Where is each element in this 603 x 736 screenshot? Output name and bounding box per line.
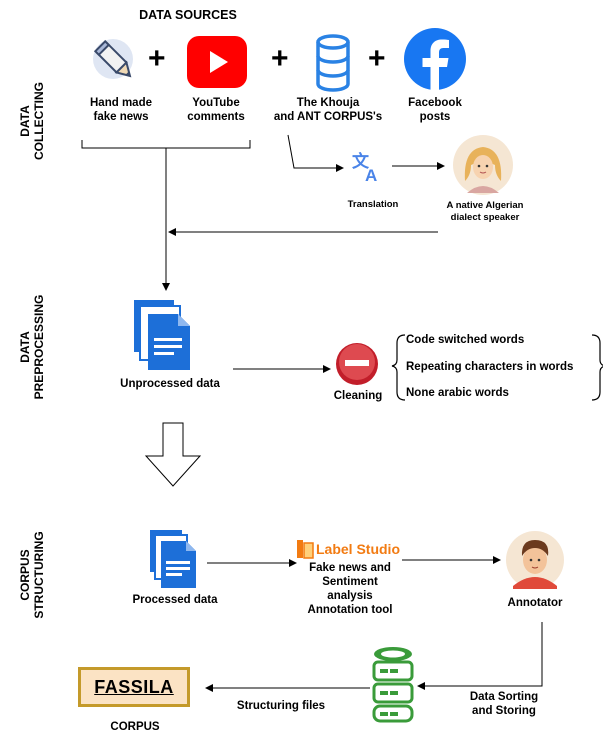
fassila-title: FASSILA [94, 676, 174, 697]
hollow-down-arrow [144, 422, 202, 487]
right-brace [591, 334, 603, 401]
annotator-label: Annotator [507, 597, 563, 609]
data-sources-title: DATA SOURCES [139, 8, 237, 22]
cleaning-item: Code switched words [406, 334, 525, 346]
khouja-to-translation [287, 134, 344, 172]
left-brace [391, 334, 406, 401]
unprocessed-data-label: Unprocessed data [120, 378, 220, 390]
plus-sign: + [148, 42, 166, 75]
sources-bracket [81, 140, 251, 149]
annotator-to-storage [417, 622, 543, 690]
translation-label: Translation [347, 199, 399, 210]
processed-data-label: Processed data [132, 594, 218, 606]
structuring-files-label: Structuring files [236, 700, 326, 712]
fassila-box: FASSILA [78, 667, 190, 707]
corpus-label: CORPUS [110, 721, 160, 733]
cleaning-item: None arabic words [406, 387, 509, 399]
cleaning-item: Repeating characters in words [406, 361, 574, 373]
label-studio-title: Label Studio [316, 541, 400, 557]
plus-sign: + [271, 42, 289, 75]
cleaning-label: Cleaning [333, 390, 383, 402]
plus-sign: + [368, 42, 386, 75]
